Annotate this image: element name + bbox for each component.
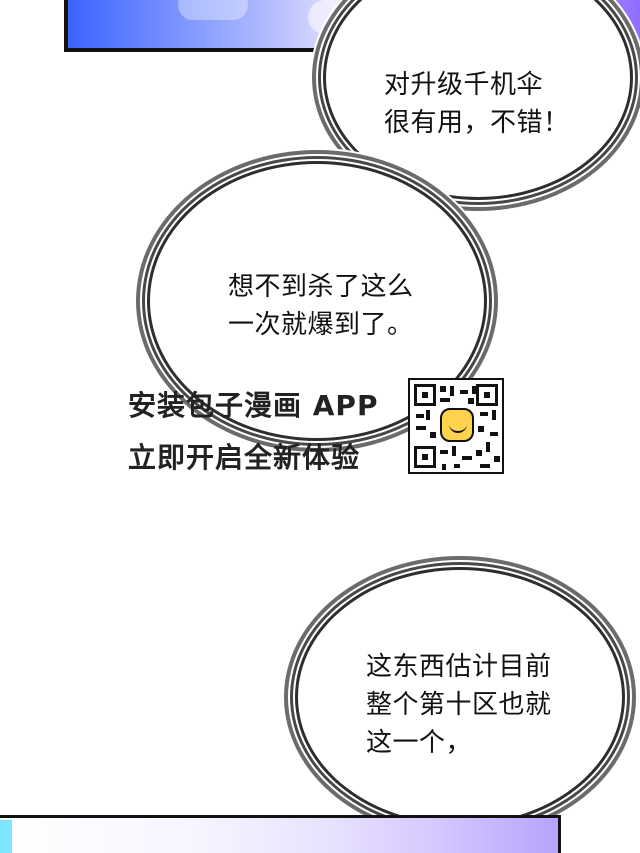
ad-install-app-text: 安装包子漫画 APP xyxy=(128,389,379,422)
speech-bubble-1 xyxy=(328,0,628,195)
bun-mascot-icon xyxy=(440,408,474,442)
qr-code-icon[interactable] xyxy=(408,378,504,474)
speech-bubble-3 xyxy=(300,572,620,822)
qr-finder-bottom-left xyxy=(414,446,436,468)
bottom-comic-panel xyxy=(0,815,561,853)
qr-finder-top-right xyxy=(476,384,498,406)
panel-accent xyxy=(0,820,12,853)
speech-bubble-2-text: 想不到杀了这么 一次就爆到了。 xyxy=(228,272,414,340)
ad-new-experience-text: 立即开启全新体验 xyxy=(128,441,361,474)
speech-bubble-1-text: 对升级千机伞 很有用，不错！ xyxy=(384,70,570,138)
speech-bubble-3-text: 这东西估计目前 整个第十区也就 这一个， xyxy=(366,652,552,758)
qr-finder-top-left xyxy=(414,384,436,406)
